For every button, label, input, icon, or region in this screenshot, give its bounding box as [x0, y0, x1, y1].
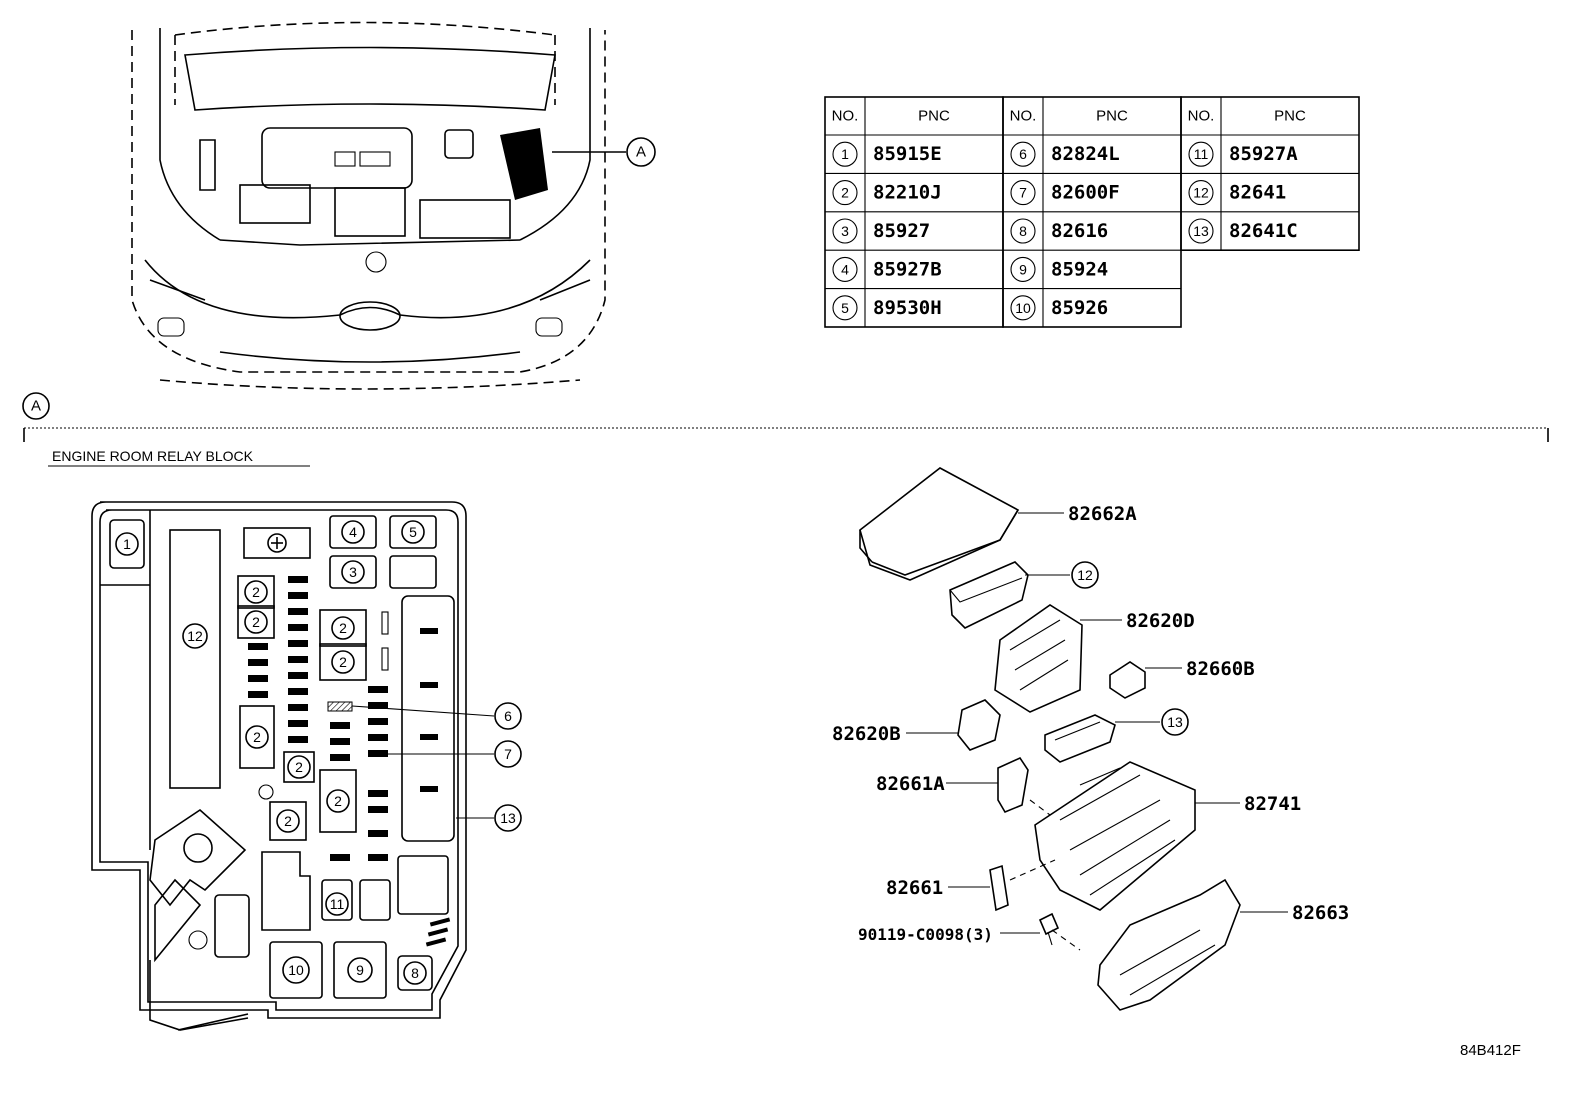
table-row-pnc: 85927A — [1229, 143, 1298, 165]
table-row-pnc: 82600F — [1051, 182, 1120, 204]
table-row-pnc: 82616 — [1051, 220, 1108, 242]
figure-code: 84B412F — [1460, 1042, 1521, 1059]
slot-8-label: 8 — [411, 965, 419, 981]
part-bolt-label: 90119-C0098(3) — [858, 925, 993, 944]
part-12-label: 12 — [1077, 567, 1093, 583]
relay-2-label: 2 — [334, 793, 342, 809]
table-row-pnc: 82824L — [1051, 143, 1120, 165]
table-row-no: 3 — [841, 223, 849, 239]
table-row-no: 1 — [841, 146, 849, 162]
table-row-no: 9 — [1019, 261, 1027, 277]
table-row-pnc: 85915E — [873, 143, 942, 165]
section-a-header: A ENGINE ROOM RELAY BLOCK — [22, 392, 1549, 467]
section-a-marker: A — [31, 398, 41, 415]
table-row-no: 8 — [1019, 223, 1027, 239]
table-header-pnc: PNC — [918, 108, 950, 125]
pnc-table: NO. PNC 1 85915E 2 82210J 3 85927 4 85927B 5 89530H… — [824, 96, 1360, 328]
table-row-no: 2 — [841, 185, 849, 201]
table-row-pnc: 85927 — [873, 220, 930, 242]
part-82660b-label: 82660B — [1186, 658, 1255, 680]
part-82662a-label: 82662A — [1068, 503, 1137, 525]
table-row-pnc: 82210J — [873, 182, 942, 204]
callout-7-label: 7 — [504, 746, 512, 762]
callout-13-label: 13 — [500, 810, 516, 826]
exploded-view: 82662A 12 82620D 82660B 82620B 13 82661A — [832, 467, 1349, 1011]
slot-5-label: 5 — [409, 524, 417, 540]
slot-10-label: 10 — [288, 962, 304, 978]
table-row-no: 12 — [1193, 185, 1209, 201]
relay-2-label: 2 — [339, 654, 347, 670]
table-header-no: NO. — [1188, 108, 1215, 125]
table-header-pnc: PNC — [1096, 108, 1128, 125]
table-row-pnc: 82641C — [1229, 220, 1298, 242]
slot-1-label: 1 — [123, 536, 131, 552]
table-row-pnc: 85924 — [1051, 258, 1108, 280]
table-row-no: 13 — [1193, 223, 1209, 239]
table-row-no: 10 — [1015, 300, 1031, 316]
table-row-no: 7 — [1019, 185, 1027, 201]
relay-2-group: 2 2 2 2 2 2 2 2 — [237, 575, 367, 841]
slot-12-label: 12 — [187, 628, 203, 644]
table-row-pnc: 85927B — [873, 258, 942, 280]
table-header-no: NO. — [832, 108, 859, 125]
part-82661a-label: 82661A — [876, 773, 945, 795]
table-row-no: 5 — [841, 300, 849, 316]
relay-2-label: 2 — [295, 759, 303, 775]
table-row-pnc: 85926 — [1051, 297, 1108, 319]
part-82620b-label: 82620B — [832, 723, 901, 745]
relay-2-label: 2 — [339, 620, 347, 636]
section-title: ENGINE ROOM RELAY BLOCK — [52, 448, 254, 464]
relay-2-label: 2 — [252, 614, 260, 630]
table-row-pnc: 89530H — [873, 297, 942, 319]
relay-2-label: 2 — [284, 813, 292, 829]
relay-2-label: 2 — [253, 729, 261, 745]
table-header-pnc: PNC — [1274, 108, 1306, 125]
part-82620d-label: 82620D — [1126, 610, 1195, 632]
table-row-no: 6 — [1019, 146, 1027, 162]
relay-block-plan: 1 12 4 5 3 2 2 2 2 2 2 2 2 — [91, 501, 522, 1031]
slot-11-label: 11 — [330, 896, 345, 912]
car-front-illustration: A — [131, 21, 656, 390]
relay-2-label: 2 — [252, 584, 260, 600]
table-header-no: NO. — [1010, 108, 1037, 125]
part-82741-label: 82741 — [1244, 793, 1301, 815]
part-13-label: 13 — [1167, 714, 1183, 730]
callout-a-label: A — [636, 144, 646, 161]
slot-9-label: 9 — [356, 962, 364, 978]
callout-6-label: 6 — [504, 708, 512, 724]
table-row-pnc: 82641 — [1229, 182, 1286, 204]
slot-3-label: 3 — [349, 564, 357, 580]
table-row-no: 11 — [1194, 146, 1209, 162]
part-82663-label: 82663 — [1292, 902, 1349, 924]
slot-4-label: 4 — [349, 524, 357, 540]
table-row-no: 4 — [841, 261, 849, 277]
part-82661-label: 82661 — [886, 877, 943, 899]
